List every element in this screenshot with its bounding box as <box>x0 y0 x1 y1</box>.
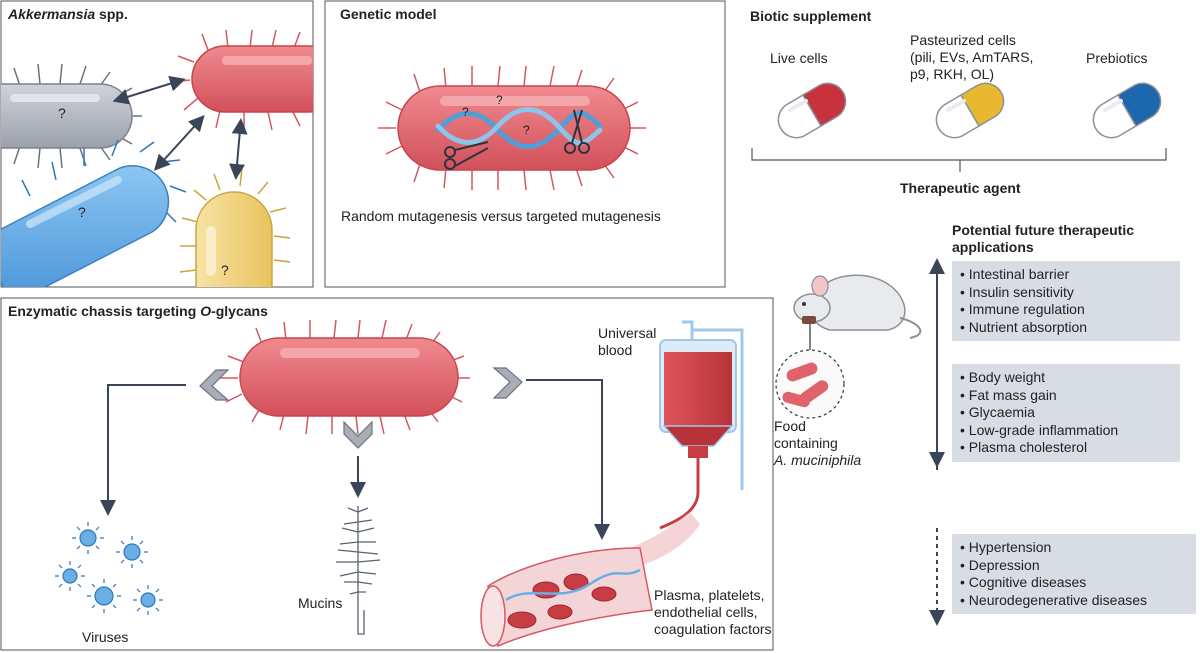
list-item: Immune regulation <box>960 301 1172 319</box>
enzymatic-bacterium-pili <box>220 319 470 435</box>
list-item: Body weight <box>960 369 1172 387</box>
list-item: Low-grade inflammation <box>960 422 1172 440</box>
therapeutic-agent-bracket <box>751 148 1167 161</box>
scissors-targeted-icon <box>564 109 590 154</box>
list-item: Nutrient absorption <box>960 319 1172 337</box>
capsule-label-prebiotics: Prebiotics <box>1086 50 1148 66</box>
list-item: Neurodegenerative diseases <box>960 592 1188 610</box>
interaction-arrow-red-yellow <box>229 118 248 180</box>
genetic-model-title: Genetic model <box>340 6 437 22</box>
increase-list: Intestinal barrier Insulin sensitivity I… <box>952 261 1180 341</box>
akkermansia-title: Akkermansia spp. <box>8 6 128 22</box>
dna-question-mark: ? <box>462 105 469 119</box>
food-bacteria <box>782 362 829 408</box>
mouse-illustration <box>793 274 922 339</box>
mucin-illustration <box>336 506 381 635</box>
list-item: Fat mass gain <box>960 387 1172 405</box>
chevron-down-icon <box>343 420 373 449</box>
viruses-label: Viruses <box>82 629 129 645</box>
chevron-left-icon <box>199 369 230 401</box>
capsule-label-live-cells: Live cells <box>770 50 828 66</box>
blood-vessel-illustration <box>480 512 700 648</box>
food-magnifier <box>775 349 845 419</box>
virus-cluster <box>55 522 163 615</box>
biotic-supplement-title: Biotic supplement <box>750 8 872 24</box>
list-item: Plasma cholesterol <box>960 439 1172 457</box>
virus-icon <box>133 585 163 615</box>
potential-list: Hypertension Depression Cognitive diseas… <box>952 534 1196 614</box>
arrow-to-plasma <box>526 379 610 540</box>
interaction-arrow-grey-red <box>112 75 186 105</box>
yellow-bacterium-question-mark: ? <box>221 262 229 278</box>
blue-bacterium-question-mark: ? <box>78 204 86 220</box>
capsule-label-pasteurized-cells: Pasteurized cells (pili, EVs, AmTARS, p9… <box>910 32 1034 82</box>
virus-icon <box>55 561 85 591</box>
therapeutic-agent-label: Therapeutic agent <box>900 180 1021 196</box>
genetic-model-panel-frame <box>324 0 726 288</box>
mucins-label: Mucins <box>298 595 343 611</box>
capsule-pasteurized-cells <box>935 82 1005 139</box>
future-applications-title: Potential future therapeutic application… <box>952 222 1135 255</box>
universal-blood-label: Universal blood <box>598 325 657 358</box>
red-bacterium-body <box>191 45 313 113</box>
interaction-arrow-blue-red <box>153 115 205 171</box>
virus-icon <box>72 522 104 554</box>
enzymatic-panel-frame <box>0 297 774 651</box>
capsule-live-cells <box>777 82 847 139</box>
virus-icon <box>87 579 121 613</box>
virus-icon <box>116 536 148 568</box>
enzymatic-chassis-title: Enzymatic chassis targeting O-glycans <box>8 303 268 319</box>
list-item: Insulin sensitivity <box>960 284 1172 302</box>
scissors-icon <box>444 141 489 170</box>
dna-helix <box>435 107 603 149</box>
list-item: Hypertension <box>960 539 1188 557</box>
food-label: Food containing A. muciniphila <box>774 418 862 468</box>
dna-question-mark: ? <box>523 123 530 137</box>
arrow-to-viruses <box>100 384 186 516</box>
genetic-model-caption: Random mutagenesis versus targeted mutag… <box>341 208 661 224</box>
grey-bacterium-body <box>1 83 133 149</box>
grey-bacterium-question-mark: ? <box>58 105 66 121</box>
list-item: Glycaemia <box>960 404 1172 422</box>
list-item: Cognitive diseases <box>960 574 1188 592</box>
list-item: Depression <box>960 557 1188 575</box>
decrease-list: Body weight Fat mass gain Glycaemia Low-… <box>952 364 1180 462</box>
capsule-prebiotics <box>1092 82 1162 139</box>
blue-bacterium-body <box>1 165 170 287</box>
plasma-label: Plasma, platelets, endothelial cells, co… <box>654 587 772 637</box>
dna-question-mark: ? <box>496 93 503 107</box>
list-item: Intestinal barrier <box>960 266 1172 284</box>
chevron-right-icon <box>492 367 523 399</box>
blood-bag-illustration <box>659 320 744 530</box>
genetic-bacterium-pili <box>378 65 646 191</box>
